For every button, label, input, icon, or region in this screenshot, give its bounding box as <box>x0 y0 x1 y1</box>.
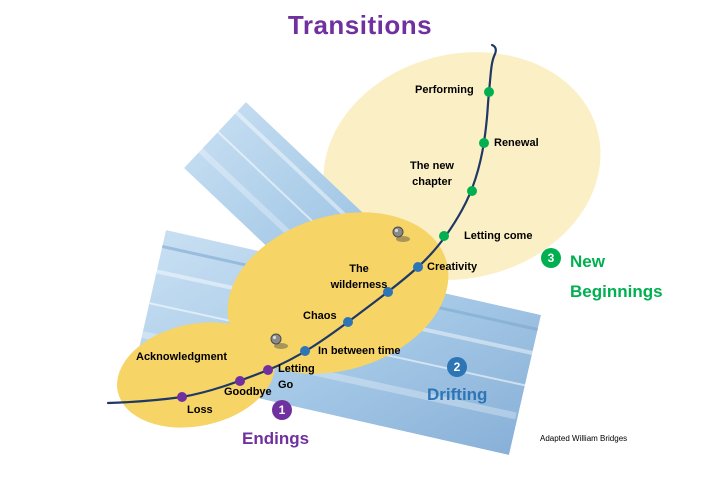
label-goodbye: Goodbye <box>224 386 272 398</box>
dot-new-chapter <box>467 186 477 196</box>
phase-1-badge: 1 <box>272 400 292 420</box>
label-chaos: Chaos <box>303 310 337 322</box>
page-title: Transitions <box>287 10 433 40</box>
dot-wilderness <box>383 287 393 297</box>
dot-letting-come <box>439 231 449 241</box>
pushpin-icon <box>392 226 410 242</box>
pushpin-icon <box>270 333 288 349</box>
dot-letting-go <box>263 365 273 375</box>
label-creativity: Creativity <box>427 261 478 273</box>
phase-3-badge: 3 <box>541 248 561 268</box>
label-wilderness: The wilderness <box>330 263 388 291</box>
label-new-chapter: The new chapter <box>409 160 454 188</box>
dot-chaos <box>343 317 353 327</box>
phase-3-label: New Beginnings <box>570 252 663 301</box>
label-letting-go: Letting Go <box>278 363 315 391</box>
drifting-ellipse <box>227 212 449 374</box>
dot-renewal <box>479 138 489 148</box>
dot-goodbye <box>235 376 245 386</box>
phase-2-badge: 2 <box>447 357 467 377</box>
label-performing: Performing <box>415 84 474 96</box>
attribution-text: Adapted William Bridges <box>540 434 628 443</box>
phase-1-label: Endings <box>242 429 310 448</box>
dot-performing <box>484 87 494 97</box>
label-in-between-time: In between time <box>318 345 401 357</box>
dot-in-between-time <box>300 346 310 356</box>
label-renewal: Renewal <box>494 137 539 149</box>
phase-2-label: Drifting <box>427 385 488 404</box>
transition-curve <box>106 43 497 405</box>
dot-loss <box>177 392 187 402</box>
label-acknowledgment: Acknowledgment <box>136 351 228 363</box>
endings-ellipse <box>117 322 275 428</box>
dot-creativity <box>413 262 423 272</box>
label-letting-come: Letting come <box>464 230 533 242</box>
label-loss: Loss <box>187 404 213 416</box>
